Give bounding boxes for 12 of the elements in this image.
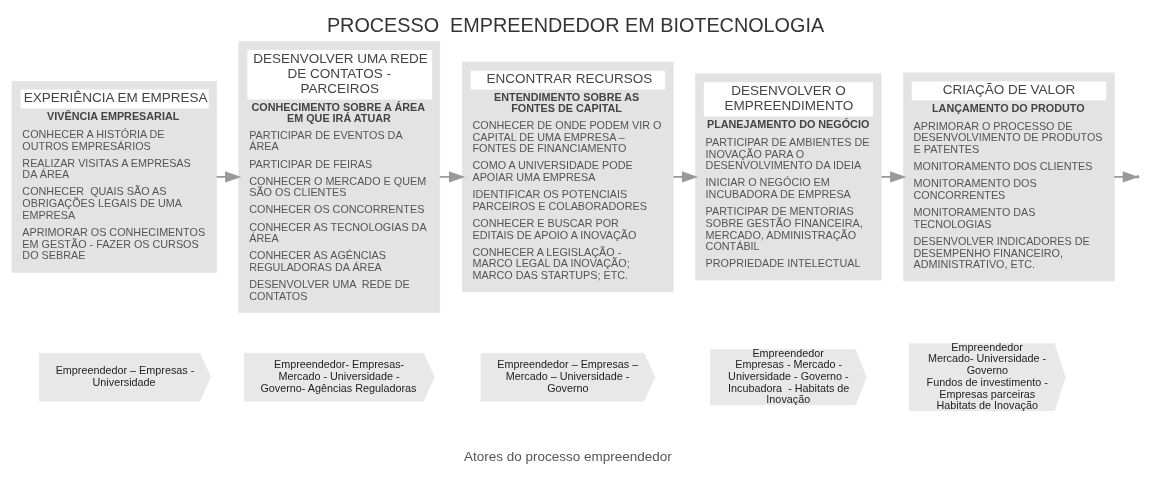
node-box: CRIAÇÃO DE VALOR LANÇAMENTO DO PRODUTO APRIMORAR O PROCESSO DE DESENVOLVIMENTO DE PRODUTOS E PATENTES MONITORAMENTO DOS CLIENTES MONITORAMENTO DOS CONCORRENTES MONITORAMENTO DAS TECNOLOGIAS DESENVOLVER INDICADORES DE DESEMPENHO FINANCEIRO, ADMINISTRATIVO, ETC.: [903, 71, 1115, 281]
diagram-title: PROCESSO EMPREENDEDOR EM BIOTECNOLOGIA: [326, 13, 825, 36]
arrow: [1113, 170, 1139, 183]
arrow: [672, 170, 699, 183]
label: Atores do processo empreendedor: [463, 448, 672, 464]
arrow: [438, 170, 466, 183]
arrow: [215, 170, 242, 183]
node-box: DESENVOLVER O EMPREENDIMENTO PLANEJAMENTO DO NEGÓCIO PARTICIPAR DE AMBIENTES DE INOVAÇÃO PARA O DESENVOLVIMENTO DA IDEIA INICIAR O NEGÓCIO EM INCUBADORA DE EMPRESA PARTICIPAR DE MENTORIAS SOBRE GESTÃO FINANCEIRA, MERCADO, ADMINISTRAÇÃO CONTÁBIL PROPRIEDADE INTELECTUAL: [695, 72, 882, 280]
node-box: DESENVOLVER UMA REDE DE CONTATOS - PARCEIROS CONHECIMENTO SOBRE A ÁREA EM QUE IRÁ ATUAR PARTICIPAR DE EVENTOS DA ÁREA PARTICIPAR DE FEIRAS CONHECER O MERCADO E QUEM SÃO OS CLIENTES CONHECER OS CONCORRENTES CONHECER AS TECNOLOGIAS DA ÁREA CONHECER AS AGÊNCIAS REGULADORAS DA ÁREA DESENVOLVER UMA REDE DE CONTATOS: [238, 40, 441, 313]
node-box: EXPERIÊNCIA EM EMPRESA VIVÊNCIA EMPRESARIAL CONHECER A HISTÓRIA DE OUTROS EMPRESÁRIOS REALIZAR VISITAS A EMPRESAS DA ÁREA CONHECER QUAIS SÃO AS OBRIGAÇÕES LEGAIS DE UMA EMPRESA APRIMORAR OS CONHECIMENTOS EM GESTÃO - FAZER OS CURSOS DO SEBRAE: [11, 80, 217, 273]
node-box: ENCONTRAR RECURSOS ENTENDIMENTO SOBRE AS FONTES DE CAPITAL CONHECER DE ONDE PODEM VIR O CAPITAL DE UMA EMPRESA – FONTES DE FINANCIAMENTO COMO A UNIVERSIDADE PODE APOIAR UMA EMPRESA IDENTIFICAR OS POTENCIAIS PARCEIROS E COLABORADORES CONHECER E BUSCAR POR EDITAIS DE APOIO A INOVAÇÃO CONHECER A LEGISLAÇÃO - MARCO LEGAL DA INOVAÇÃO; MARCO DAS STARTUPS; ETC.: [462, 61, 674, 292]
arrow: [880, 170, 907, 183]
